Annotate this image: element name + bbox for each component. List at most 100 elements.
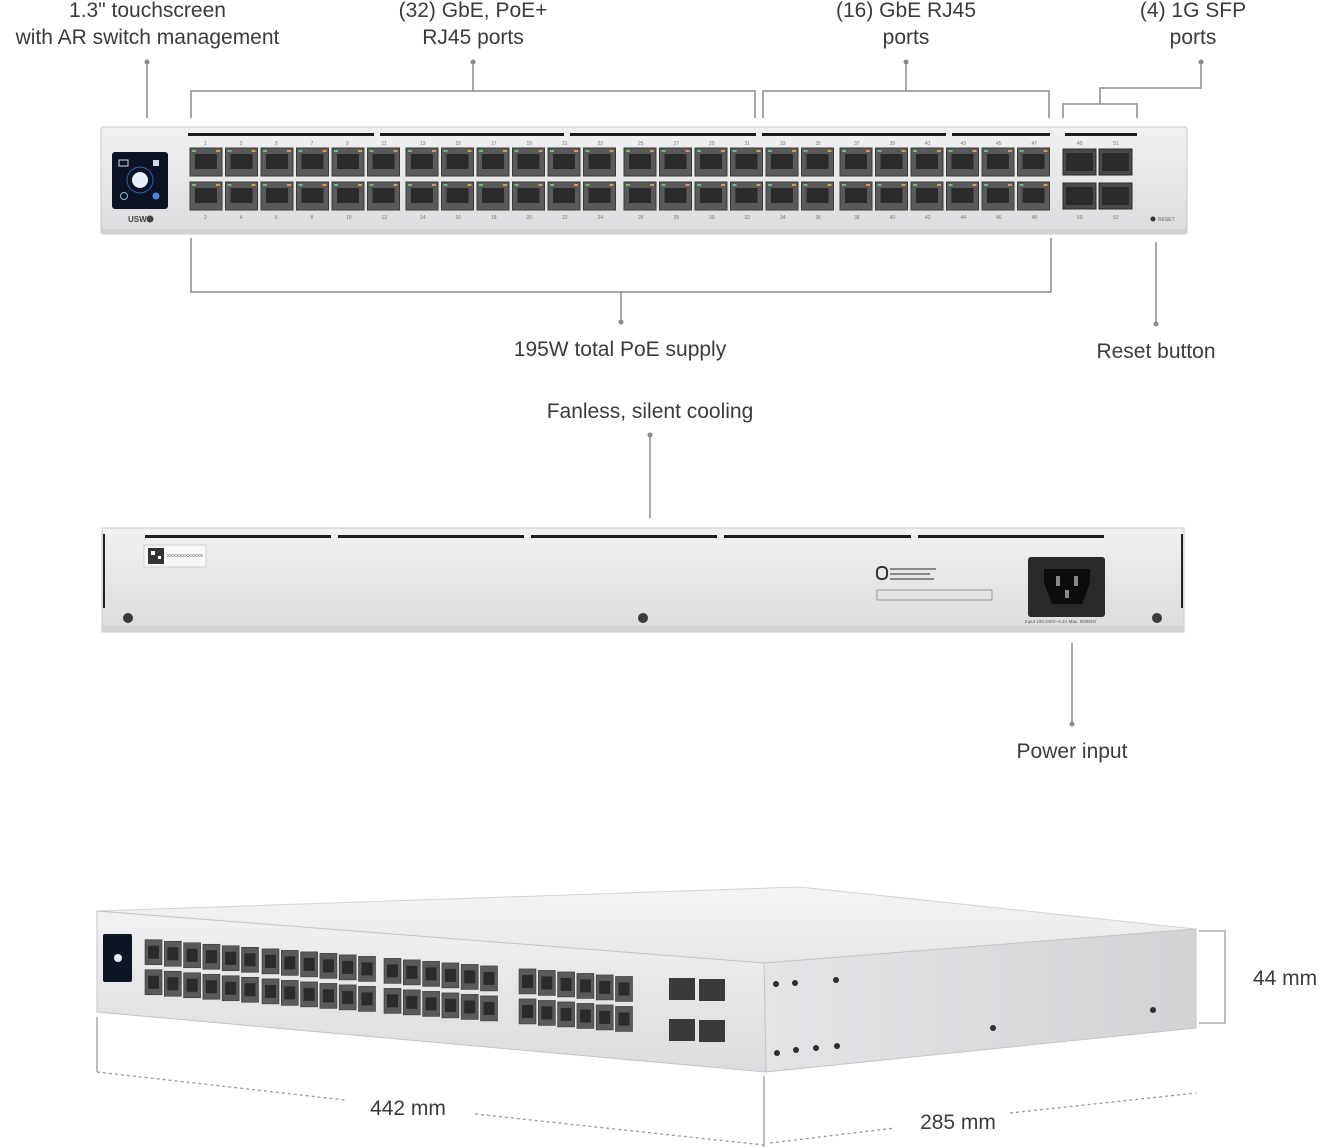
sfp-port[interactable] <box>1062 148 1097 176</box>
iso-rj45-port-opening <box>167 977 179 991</box>
port-number: 31 <box>745 141 751 147</box>
rj45-port[interactable] <box>296 181 329 211</box>
iso-rj45-port-opening <box>599 1010 611 1024</box>
port-number: 34 <box>780 215 786 221</box>
sfp-port[interactable] <box>1098 148 1133 176</box>
poe-supply-label: 195W total PoE supply <box>513 338 727 361</box>
rj45-port[interactable] <box>583 181 616 211</box>
regulatory-label <box>876 566 993 601</box>
rj45-port[interactable] <box>367 147 400 177</box>
iso-rj45-ports <box>144 939 633 1032</box>
iso-rj45-port-opening <box>618 982 630 996</box>
rj45-port[interactable] <box>476 181 510 211</box>
rj45-port[interactable] <box>405 147 439 177</box>
port-number: 37 <box>854 141 860 147</box>
iso-rj45-port-opening <box>186 978 198 992</box>
port-number: 5 <box>275 141 278 147</box>
power-input-label: Power input <box>1016 740 1128 763</box>
rj45-port[interactable] <box>694 147 728 177</box>
sfp-port[interactable] <box>1098 182 1133 210</box>
iso-rj45-port-opening <box>225 981 237 995</box>
sfp-ports-label-line2: ports <box>1169 26 1217 49</box>
rj45-port[interactable] <box>839 181 873 211</box>
rj45-port[interactable] <box>910 181 944 211</box>
rj45-port[interactable] <box>875 147 908 177</box>
port-number: 23 <box>598 141 604 147</box>
rj45-port[interactable] <box>405 181 439 211</box>
port-number: 25 <box>638 141 644 147</box>
rj45-port[interactable] <box>441 181 474 211</box>
rj45-port[interactable] <box>981 147 1015 177</box>
rj45-port[interactable] <box>946 147 979 177</box>
iso-rj45-port-opening <box>387 994 398 1008</box>
rj45-port[interactable] <box>260 181 294 211</box>
iso-sfp-ports <box>669 978 725 1042</box>
rj45-port[interactable] <box>981 181 1015 211</box>
rj45-port[interactable] <box>583 147 616 177</box>
port-number: 8 <box>311 215 314 221</box>
rj45-port[interactable] <box>839 147 873 177</box>
width-dimension-label: 442 mm <box>370 1097 446 1120</box>
rj45-port[interactable] <box>296 147 329 177</box>
port-number: 41 <box>925 141 931 147</box>
rj45-port[interactable] <box>623 181 657 211</box>
rj45-port[interactable] <box>910 147 944 177</box>
rj45-port[interactable] <box>694 181 728 211</box>
rj45-port[interactable] <box>730 147 763 177</box>
port-number: 49 <box>1077 141 1083 147</box>
rj45-port[interactable] <box>1017 181 1050 211</box>
rj45-ports-label: (16) GbE RJ45 ports <box>806 0 1006 51</box>
rj45-port[interactable] <box>1017 147 1050 177</box>
rj45-port[interactable] <box>512 147 545 177</box>
rj45-port[interactable] <box>547 147 581 177</box>
rj45-port[interactable] <box>659 181 692 211</box>
rj45-port[interactable] <box>260 147 294 177</box>
rj45-port[interactable] <box>225 181 258 211</box>
iso-rj45-port-opening <box>483 971 495 985</box>
touchscreen-display[interactable] <box>112 152 168 209</box>
rj45-port[interactable] <box>331 181 365 211</box>
iso-rj45-port-opening <box>342 960 354 974</box>
rj45-port[interactable] <box>659 147 692 177</box>
rj45-port[interactable] <box>765 147 799 177</box>
port-number: 12 <box>382 215 388 221</box>
rj45-port[interactable] <box>512 181 545 211</box>
rj45-port[interactable] <box>801 147 834 177</box>
switch-isometric-view <box>96 886 1197 1073</box>
iso-rj45-port-opening <box>387 964 398 978</box>
iso-rj45-port-opening <box>244 953 256 967</box>
iso-rj45-port-opening <box>599 980 611 994</box>
port-number: 28 <box>674 215 680 221</box>
iso-rj45-port-opening <box>361 992 373 1006</box>
rear-screws <box>123 613 1162 623</box>
rj45-port[interactable] <box>765 181 799 211</box>
rj45-port[interactable] <box>547 181 581 211</box>
rj45-port[interactable] <box>441 147 474 177</box>
iso-rj45-port-opening <box>205 950 217 964</box>
rj45-port[interactable] <box>946 181 979 211</box>
iso-rj45-port-opening <box>464 970 476 984</box>
power-input-socket[interactable]: Input 100-240V~4.4A Max. 50/60Hz <box>1025 557 1105 624</box>
sfp-port[interactable] <box>1062 182 1097 210</box>
rj45-port[interactable] <box>730 181 763 211</box>
rj45-port[interactable] <box>225 147 258 177</box>
rj45-port[interactable] <box>331 147 365 177</box>
rj45-port[interactable] <box>875 181 908 211</box>
port-number: 30 <box>709 215 715 221</box>
port-number: 17 <box>491 141 497 147</box>
reset-button[interactable]: RESET <box>1150 216 1175 224</box>
rj45-port[interactable] <box>189 181 223 211</box>
rj45-port[interactable] <box>801 181 834 211</box>
iso-rj45-port-opening <box>444 998 456 1012</box>
iso-rj45-port-opening <box>167 947 179 961</box>
iso-rj45-port-opening <box>322 959 334 973</box>
touchscreen-label: 1.3" touchscreen with AR switch manageme… <box>0 0 295 51</box>
rj45-port[interactable] <box>189 147 223 177</box>
rj45-port[interactable] <box>367 181 400 211</box>
port-number: 19 <box>527 141 533 147</box>
rj45-port[interactable] <box>623 147 657 177</box>
iso-rj45-port-opening <box>361 962 373 976</box>
iso-rj45-port-opening <box>406 965 418 979</box>
rj45-port[interactable] <box>476 147 510 177</box>
iso-rj45-port-opening <box>425 997 437 1011</box>
